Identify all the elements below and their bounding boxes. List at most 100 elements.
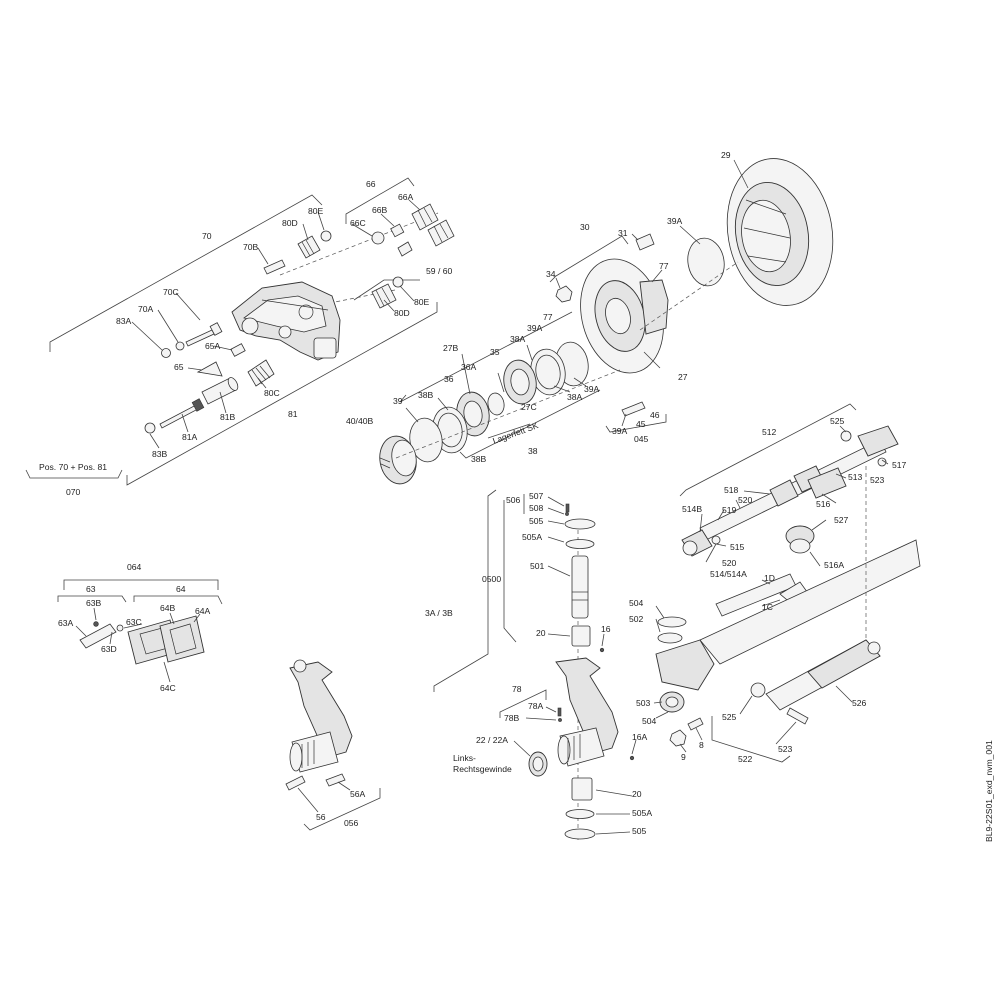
label-64A: 64A bbox=[195, 606, 211, 616]
caliper-leaders bbox=[131, 199, 421, 449]
nut-9 bbox=[669, 729, 687, 747]
label-504b: 504 bbox=[642, 716, 657, 726]
boot-66A-b bbox=[427, 219, 455, 247]
label-5960: 59 / 60 bbox=[426, 266, 453, 276]
label-81: 81 bbox=[288, 409, 298, 419]
label-523: 523 bbox=[870, 475, 885, 485]
bolt-31 bbox=[635, 233, 655, 251]
clamp-516b bbox=[807, 467, 847, 499]
label-rechts: Rechtsgewinde bbox=[453, 764, 512, 774]
label-20: 20 bbox=[536, 628, 546, 638]
bushing-65A bbox=[230, 343, 246, 357]
ring-80E-lower bbox=[392, 276, 404, 288]
bolt-56A bbox=[325, 773, 346, 787]
label-64B: 64B bbox=[160, 603, 176, 613]
label-70C: 70C bbox=[163, 287, 179, 297]
bushing-20-lower bbox=[571, 777, 593, 801]
bolt-45 bbox=[621, 401, 646, 417]
seal-504 bbox=[657, 616, 687, 628]
label-516: 516 bbox=[816, 499, 831, 509]
axis-66 bbox=[279, 212, 439, 276]
label-39Ac: 39A bbox=[584, 384, 600, 394]
axis-disc bbox=[639, 261, 739, 331]
cap-70A bbox=[175, 341, 185, 351]
label-8: 8 bbox=[699, 740, 704, 750]
bracket-78 bbox=[499, 689, 547, 718]
ring-66C bbox=[371, 231, 385, 245]
leader-64B bbox=[169, 612, 175, 625]
label-63C: 63C bbox=[126, 617, 142, 627]
nut-22-inner bbox=[532, 756, 544, 772]
label-527: 527 bbox=[834, 515, 849, 525]
label-513: 513 bbox=[848, 472, 863, 482]
bracket-63 bbox=[57, 595, 127, 603]
label-pos-70-81: Pos. 70 + Pos. 81 bbox=[39, 462, 107, 472]
label-80D-lower: 80D bbox=[394, 308, 410, 318]
label-38Ab: 38A bbox=[567, 392, 583, 402]
nut-34 bbox=[555, 285, 573, 303]
bolt-56 bbox=[285, 775, 306, 791]
label-78: 78 bbox=[512, 684, 522, 694]
bracket-512 bbox=[679, 403, 857, 497]
bolt-81A bbox=[159, 398, 205, 429]
leader-5960 bbox=[353, 279, 420, 301]
bolt-8 bbox=[687, 717, 704, 731]
label-35: 35 bbox=[490, 347, 500, 357]
label-66B: 66B bbox=[372, 205, 388, 215]
cover-505-lower bbox=[564, 828, 596, 840]
label-links: Links- bbox=[453, 753, 476, 763]
label-506: 506 bbox=[506, 495, 521, 505]
bushing-66B-2 bbox=[397, 241, 413, 257]
label-78A: 78A bbox=[528, 701, 544, 711]
leader-56A bbox=[337, 781, 351, 791]
label-66A: 66A bbox=[398, 192, 414, 202]
ring-80E-upper bbox=[320, 230, 332, 242]
nut-520 bbox=[711, 535, 721, 545]
leader-lagerfett bbox=[487, 423, 531, 439]
label-83A: 83A bbox=[116, 316, 132, 326]
washer-508 bbox=[565, 512, 569, 516]
label-66C: 66C bbox=[350, 218, 366, 228]
pin-70B bbox=[263, 259, 286, 275]
label-9: 9 bbox=[681, 752, 686, 762]
shock-absorber-526 bbox=[750, 639, 881, 711]
caliper-body bbox=[231, 281, 341, 361]
hub-leaders bbox=[405, 159, 749, 427]
pad-64A bbox=[159, 615, 205, 663]
hub-group: 29 30 31 39A 34 77 77 39A 38A 27B 35 36A… bbox=[346, 150, 834, 485]
tie-rod-leaders bbox=[699, 425, 889, 745]
label-0500: 0500 bbox=[482, 574, 501, 584]
leader-64A bbox=[193, 613, 201, 623]
label-517: 517 bbox=[892, 460, 907, 470]
washer-83B bbox=[144, 422, 156, 434]
leader-64C bbox=[163, 661, 171, 683]
label-56: 56 bbox=[316, 812, 326, 822]
cap-65 bbox=[196, 361, 223, 377]
label-64C: 64C bbox=[160, 683, 176, 693]
kingpin-501 bbox=[571, 555, 589, 619]
label-507: 507 bbox=[529, 491, 544, 501]
bolt-523-lower bbox=[786, 707, 809, 725]
label-81B: 81B bbox=[220, 412, 236, 422]
screw-78A bbox=[557, 707, 562, 717]
label-526: 526 bbox=[852, 698, 867, 708]
label-16: 16 bbox=[601, 624, 611, 634]
bracket-064 bbox=[63, 579, 219, 590]
label-56A: 56A bbox=[350, 789, 366, 799]
label-525: 525 bbox=[830, 416, 845, 426]
washer-78B bbox=[558, 718, 562, 722]
bracket-38 bbox=[459, 389, 601, 459]
label-80D-top: 80D bbox=[282, 218, 298, 228]
label-045: 045 bbox=[634, 434, 649, 444]
hub-cap-40 bbox=[379, 435, 417, 485]
label-36: 36 bbox=[444, 374, 454, 384]
label-77: 77 bbox=[659, 261, 669, 271]
label-63: 63 bbox=[86, 584, 96, 594]
bracket-0500 bbox=[503, 500, 517, 643]
label-070: 070 bbox=[66, 487, 81, 497]
label-525b: 525 bbox=[722, 712, 737, 722]
bolt-head-70C bbox=[209, 322, 223, 336]
label-30: 30 bbox=[580, 222, 590, 232]
ball-joint-514B-eye bbox=[682, 540, 698, 556]
